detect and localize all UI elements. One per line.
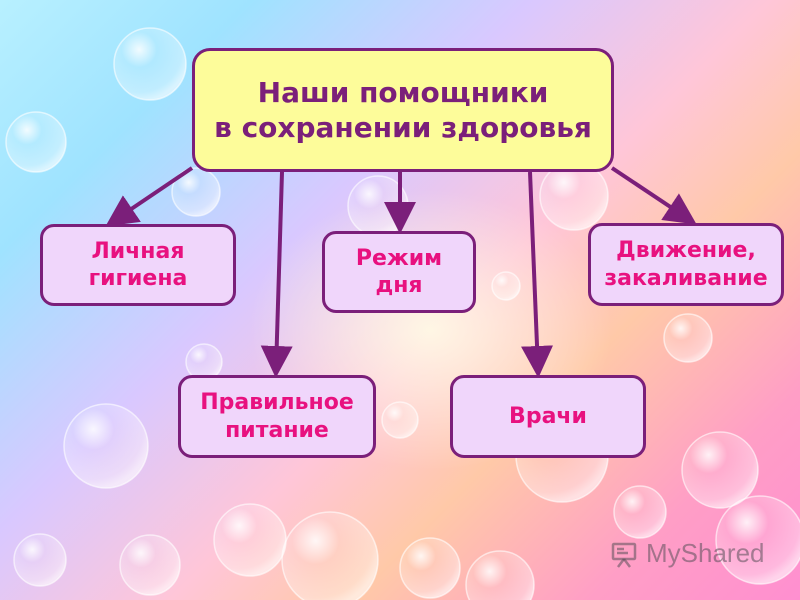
node-hygiene: Личная гигиена bbox=[40, 224, 236, 306]
node-regime-label: Режим дня bbox=[355, 245, 443, 299]
diagram-title: Наши помощники в сохранении здоровья bbox=[214, 76, 592, 144]
node-nutrition-label: Правильное питание bbox=[200, 390, 354, 443]
arrow-to-nutrition bbox=[260, 171, 293, 378]
arrow-to-movement bbox=[610, 166, 697, 225]
arrow-to-doctors bbox=[521, 171, 554, 378]
node-regime: Режим дня bbox=[322, 231, 476, 313]
node-movement: Движение, закаливание bbox=[588, 223, 784, 306]
node-nutrition: Правильное питание bbox=[178, 375, 376, 458]
node-hygiene-label: Личная гигиена bbox=[88, 238, 188, 292]
node-doctors-label: Врачи bbox=[509, 403, 587, 429]
node-movement-label: Движение, закаливание bbox=[604, 238, 768, 291]
watermark: MyShared bbox=[610, 538, 765, 569]
presentation-board-icon bbox=[611, 542, 637, 568]
watermark-text: MyShared bbox=[646, 538, 765, 568]
diagram-title-box: Наши помощники в сохранении здоровья bbox=[192, 48, 614, 172]
arrow-to-hygiene bbox=[105, 166, 194, 227]
node-doctors: Врачи bbox=[450, 375, 646, 458]
